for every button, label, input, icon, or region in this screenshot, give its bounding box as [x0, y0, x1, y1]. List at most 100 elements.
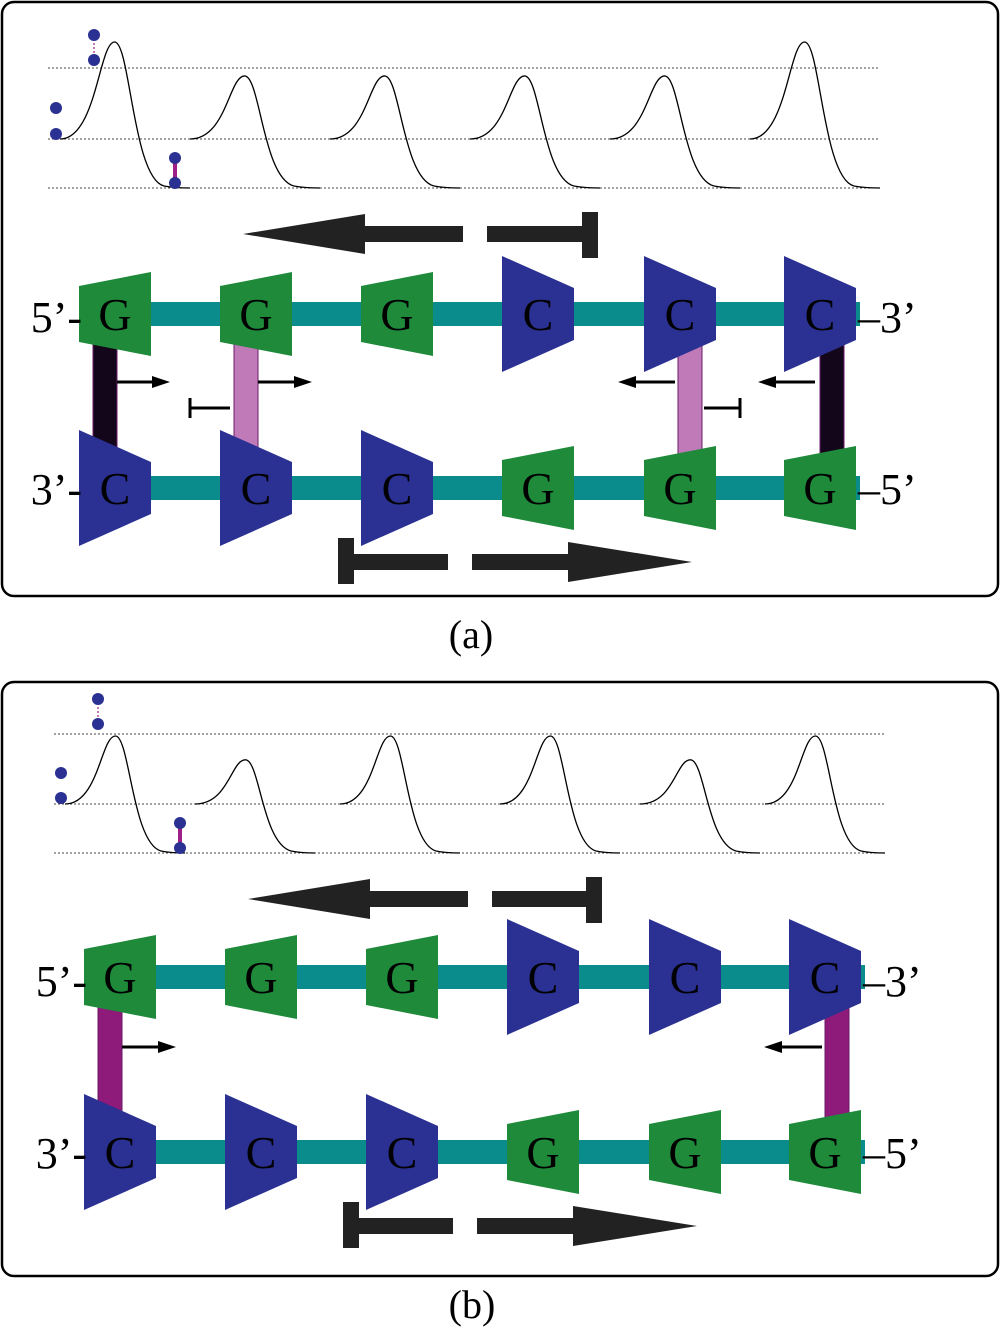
- base-letter: C: [523, 289, 554, 340]
- base-shape: [789, 919, 861, 1035]
- energy-peak: [499, 735, 621, 854]
- arrow-head: [758, 376, 776, 388]
- cytosine-base: C: [789, 919, 861, 1035]
- base-letter: G: [803, 463, 836, 514]
- energy-peak: [609, 75, 741, 189]
- base-shape: [502, 256, 574, 372]
- cytosine-base: C: [361, 430, 433, 546]
- base-shape: [366, 935, 438, 1019]
- base-letter: G: [663, 463, 696, 514]
- base-letter: C: [810, 952, 841, 1003]
- base-shape: [789, 1110, 861, 1194]
- blocked-arrow-stop: [582, 212, 598, 258]
- energy-peak: [339, 735, 461, 854]
- base-letter: C: [805, 289, 836, 340]
- left-arrow: [248, 879, 468, 919]
- base-letter: C: [665, 289, 696, 340]
- base-shape: [502, 446, 574, 530]
- bead: [174, 817, 186, 829]
- guanine-base: G: [502, 446, 574, 530]
- base-letter: C: [387, 1127, 418, 1178]
- base-letter: G: [380, 289, 413, 340]
- base-shape: [220, 272, 292, 356]
- blocked-arrow-bar: [492, 891, 592, 907]
- base-shape: [361, 272, 433, 356]
- bead: [169, 152, 181, 164]
- energy-peak: [469, 75, 601, 189]
- guanine-base: G: [361, 272, 433, 356]
- panel-a-top-backbone: [80, 302, 860, 326]
- bead: [55, 792, 67, 804]
- energy-peak: [64, 735, 186, 854]
- bead: [55, 767, 67, 779]
- panel-a-top-left-label: 5’-: [31, 293, 82, 342]
- guanine-base: G: [366, 935, 438, 1019]
- panel-b-top-arrow: [248, 877, 602, 923]
- base-letter: G: [526, 1127, 559, 1178]
- panel-b-top-right-label: –3’: [862, 957, 922, 1006]
- guanine-base: G: [220, 272, 292, 356]
- cytosine-base: C: [79, 430, 151, 546]
- blocked-arrow-stop: [343, 1202, 359, 1248]
- right-arrow: [477, 1206, 697, 1246]
- panel-a-bottom-arrow: [338, 538, 692, 584]
- panel-b-bottom-right-label: –5’: [862, 1129, 922, 1178]
- arrow-head: [618, 376, 636, 388]
- energy-peak: [194, 759, 316, 854]
- cytosine-base: C: [784, 256, 856, 372]
- base-shape: [84, 935, 156, 1019]
- guanine-base: G: [649, 1110, 721, 1194]
- guanine-base: G: [84, 935, 156, 1019]
- base-letter: G: [98, 289, 131, 340]
- cytosine-base: C: [649, 919, 721, 1035]
- base-shape: [366, 1094, 438, 1210]
- panel-a-top-arrow: [243, 212, 598, 258]
- bead: [174, 842, 186, 854]
- cytosine-base: C: [366, 1094, 438, 1210]
- guanine-base: G: [225, 935, 297, 1019]
- blocked-arrow-bar: [353, 1218, 453, 1234]
- base-letter: C: [382, 463, 413, 514]
- base-letter: G: [103, 952, 136, 1003]
- panel-b-peaks: [64, 735, 886, 854]
- blocked-arrow-bar: [348, 554, 448, 570]
- energy-peak: [749, 41, 881, 189]
- base-shape: [79, 272, 151, 356]
- base-shape: [225, 935, 297, 1019]
- base-shape: [649, 919, 721, 1035]
- energy-peak: [639, 759, 761, 854]
- bead: [92, 718, 104, 730]
- panel-b-top-left-label: 5’-: [36, 957, 87, 1006]
- base-letter: G: [385, 952, 418, 1003]
- panel-b-top-backbone: [85, 965, 865, 989]
- panel-a-bottom-left-label: 3’-: [31, 465, 82, 514]
- bead: [88, 54, 100, 66]
- base-shape: [84, 1094, 156, 1210]
- guanine-base: G: [507, 1110, 579, 1194]
- cytosine-base: C: [84, 1094, 156, 1210]
- bead: [88, 29, 100, 41]
- cytosine-base: C: [507, 919, 579, 1035]
- panel-a-bottom-right-label: –5’: [857, 465, 917, 514]
- panel-a-bottom-backbone: [80, 476, 860, 500]
- guanine-base: G: [644, 446, 716, 530]
- base-letter: C: [241, 463, 272, 514]
- blocked-arrow-stop: [338, 538, 354, 584]
- panel-a-peaks: [59, 41, 881, 189]
- panel-b-energy-landscape: [54, 693, 886, 854]
- base-shape: [649, 1110, 721, 1194]
- panel-a-energy-landscape: [48, 29, 881, 189]
- base-letter: G: [668, 1127, 701, 1178]
- base-letter: C: [670, 952, 701, 1003]
- base-shape: [220, 430, 292, 546]
- panel-b-bottom-backbone: [85, 1140, 865, 1164]
- right-arrow: [472, 542, 692, 582]
- arrow-head: [764, 1041, 782, 1053]
- blocked-arrow-bar: [487, 226, 587, 242]
- arrow-head: [152, 376, 170, 388]
